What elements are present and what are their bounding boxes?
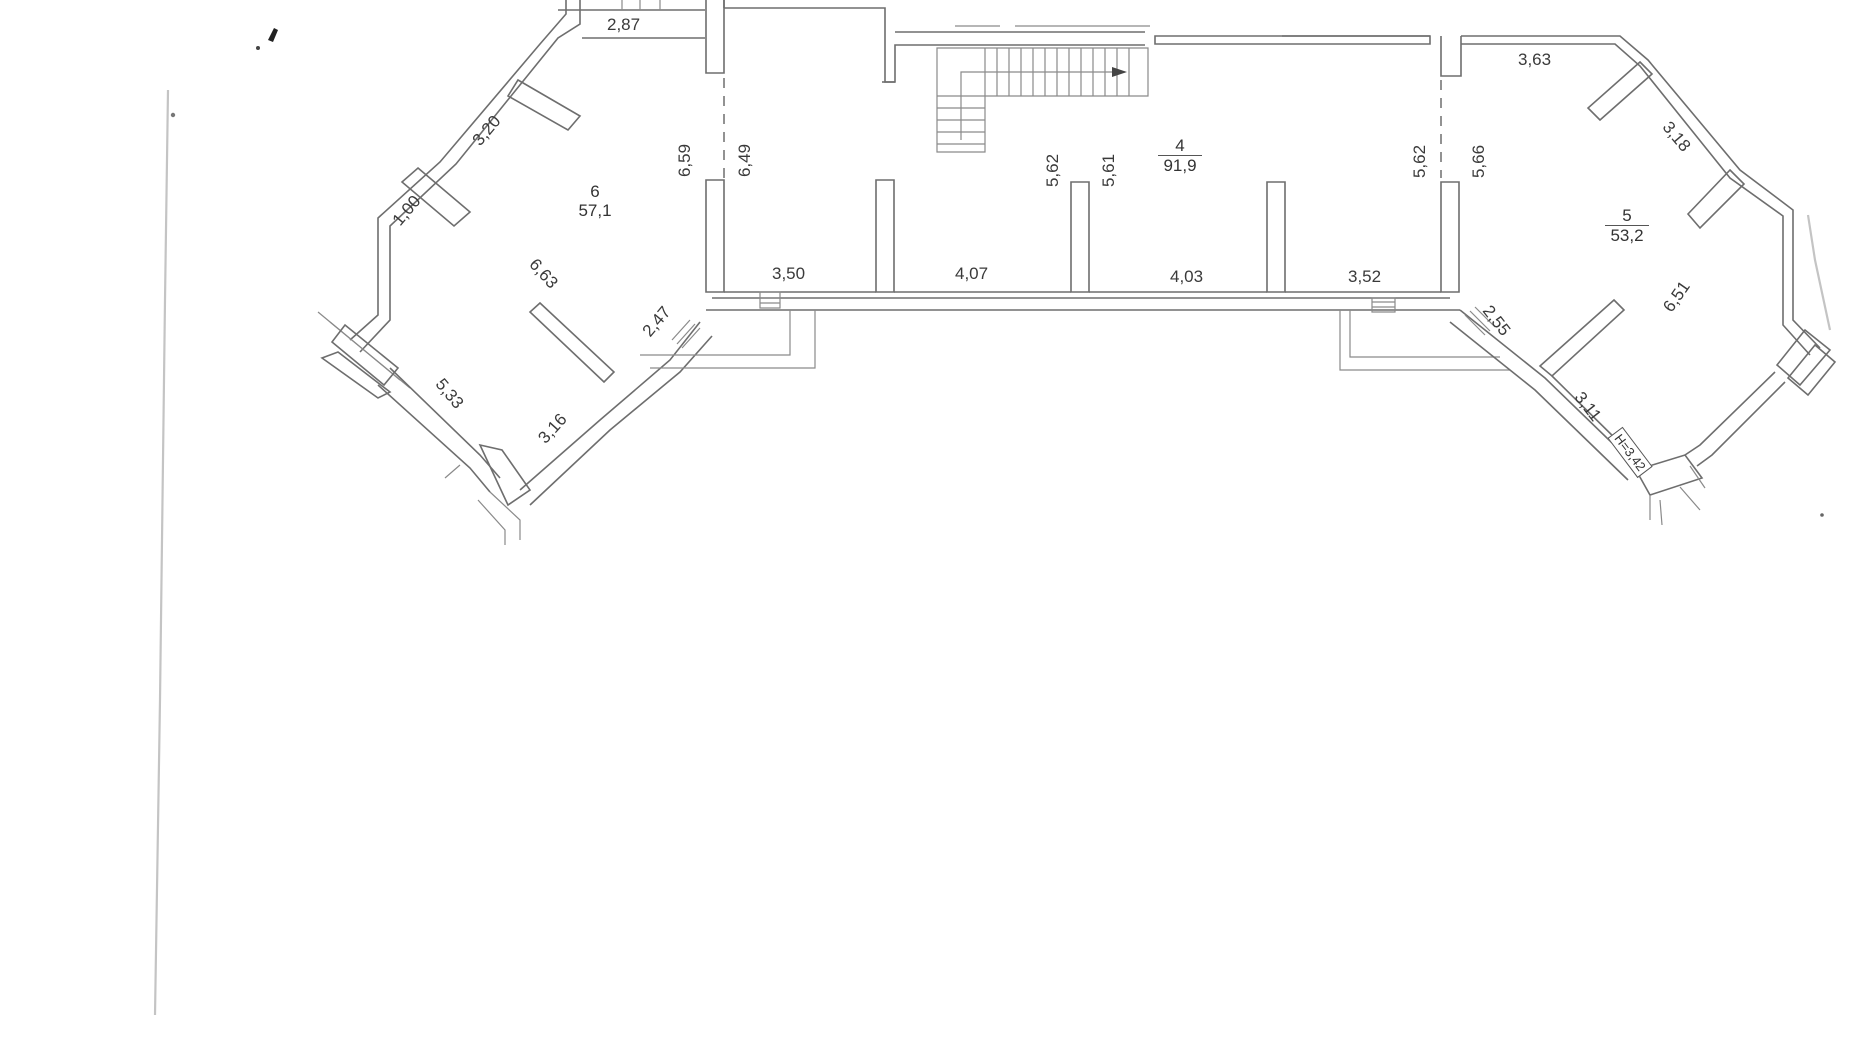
staircase: [936, 47, 1149, 153]
center-walls: [640, 0, 1510, 371]
room-area: 57,1: [578, 200, 612, 220]
left-wing-walls: [317, 0, 713, 545]
room-4-label: 4 91,9: [1158, 137, 1202, 175]
dimension-label: 3,63: [1518, 50, 1552, 69]
room-number: 6: [590, 182, 600, 201]
dimension-label: 4,03: [1170, 267, 1204, 286]
dimension-label: 5,62: [1043, 153, 1063, 188]
dimension-label: 4,07: [955, 264, 989, 283]
dimension-label: 6,49: [735, 143, 755, 178]
dimension-label: 5,61: [1099, 153, 1119, 188]
dimension-label: 5,62: [1410, 144, 1430, 179]
dimension-label: 3,52: [1348, 267, 1382, 286]
room-area: 53,2: [1605, 224, 1649, 245]
room-number: 5: [1622, 206, 1632, 225]
room-5-label: 5 53,2: [1605, 207, 1649, 245]
dimension-label: 2,87: [607, 15, 641, 34]
dimension-label: 6,59: [675, 143, 695, 178]
room-area: 91,9: [1158, 154, 1202, 175]
scan-artifacts: [153, 28, 278, 1016]
dimension-label: 5,66: [1469, 144, 1489, 179]
room-number: 4: [1175, 136, 1185, 155]
dimension-label: 3,50: [772, 264, 806, 283]
right-wing-walls: [1449, 35, 1837, 526]
room-6-label: 6 57,1: [575, 183, 615, 220]
